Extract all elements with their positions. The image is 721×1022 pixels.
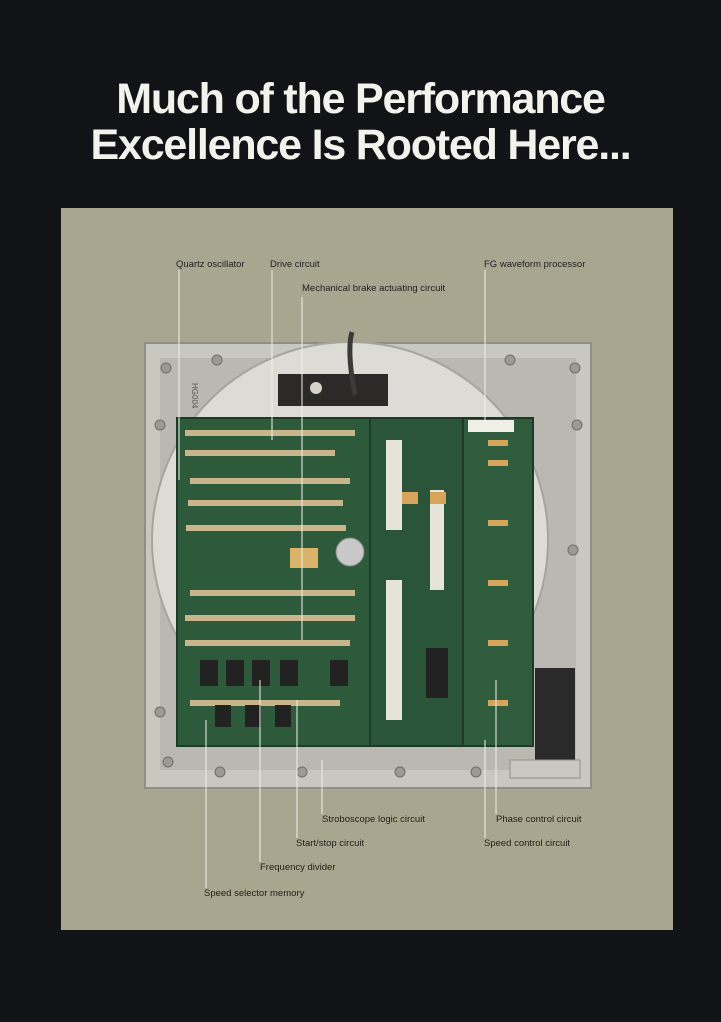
fg-component: [468, 420, 514, 432]
board-marking: HG004: [190, 383, 199, 409]
headline-line-1: Much of the Performance: [116, 75, 606, 123]
pcb-middle: [369, 417, 464, 747]
callout-drive-circuit: Drive circuit: [270, 259, 320, 270]
resistor-rows: [185, 430, 355, 706]
connector-jack: [310, 382, 322, 394]
connector-block: [278, 374, 388, 406]
callout-stroboscope-logic: Stroboscope logic circuit: [322, 814, 425, 825]
right-board-parts: [402, 440, 508, 706]
capacitor-block: [290, 548, 318, 568]
callout-fg-waveform-processor: FG waveform processor: [484, 259, 586, 270]
screw-holes: [154, 354, 583, 778]
ic-chips: [200, 648, 448, 727]
callout-speed-selector-memory: Speed selector memory: [204, 888, 305, 899]
callout-quartz-oscillator: Quartz oscillator: [176, 259, 245, 270]
cable: [347, 331, 358, 396]
pcb-left: [176, 417, 371, 747]
electrolytic-capacitor: [335, 537, 365, 567]
callout-start-stop: Start/stop circuit: [296, 838, 365, 849]
mechanism-bracket: [509, 759, 581, 779]
callout-frequency-divider: Frequency divider: [260, 862, 336, 873]
headline-line-2: Excellence Is Rooted Here...: [90, 121, 632, 169]
callout-speed-control: Speed control circuit: [484, 838, 571, 849]
connector-pins: [386, 440, 444, 720]
callout-mechanical-brake: Mechanical brake actuating circuit: [302, 283, 446, 294]
leader-lines: [178, 270, 497, 888]
headline: Much of the Performance Excellence Is Ro…: [0, 76, 721, 168]
callout-phase-control: Phase control circuit: [496, 814, 582, 825]
